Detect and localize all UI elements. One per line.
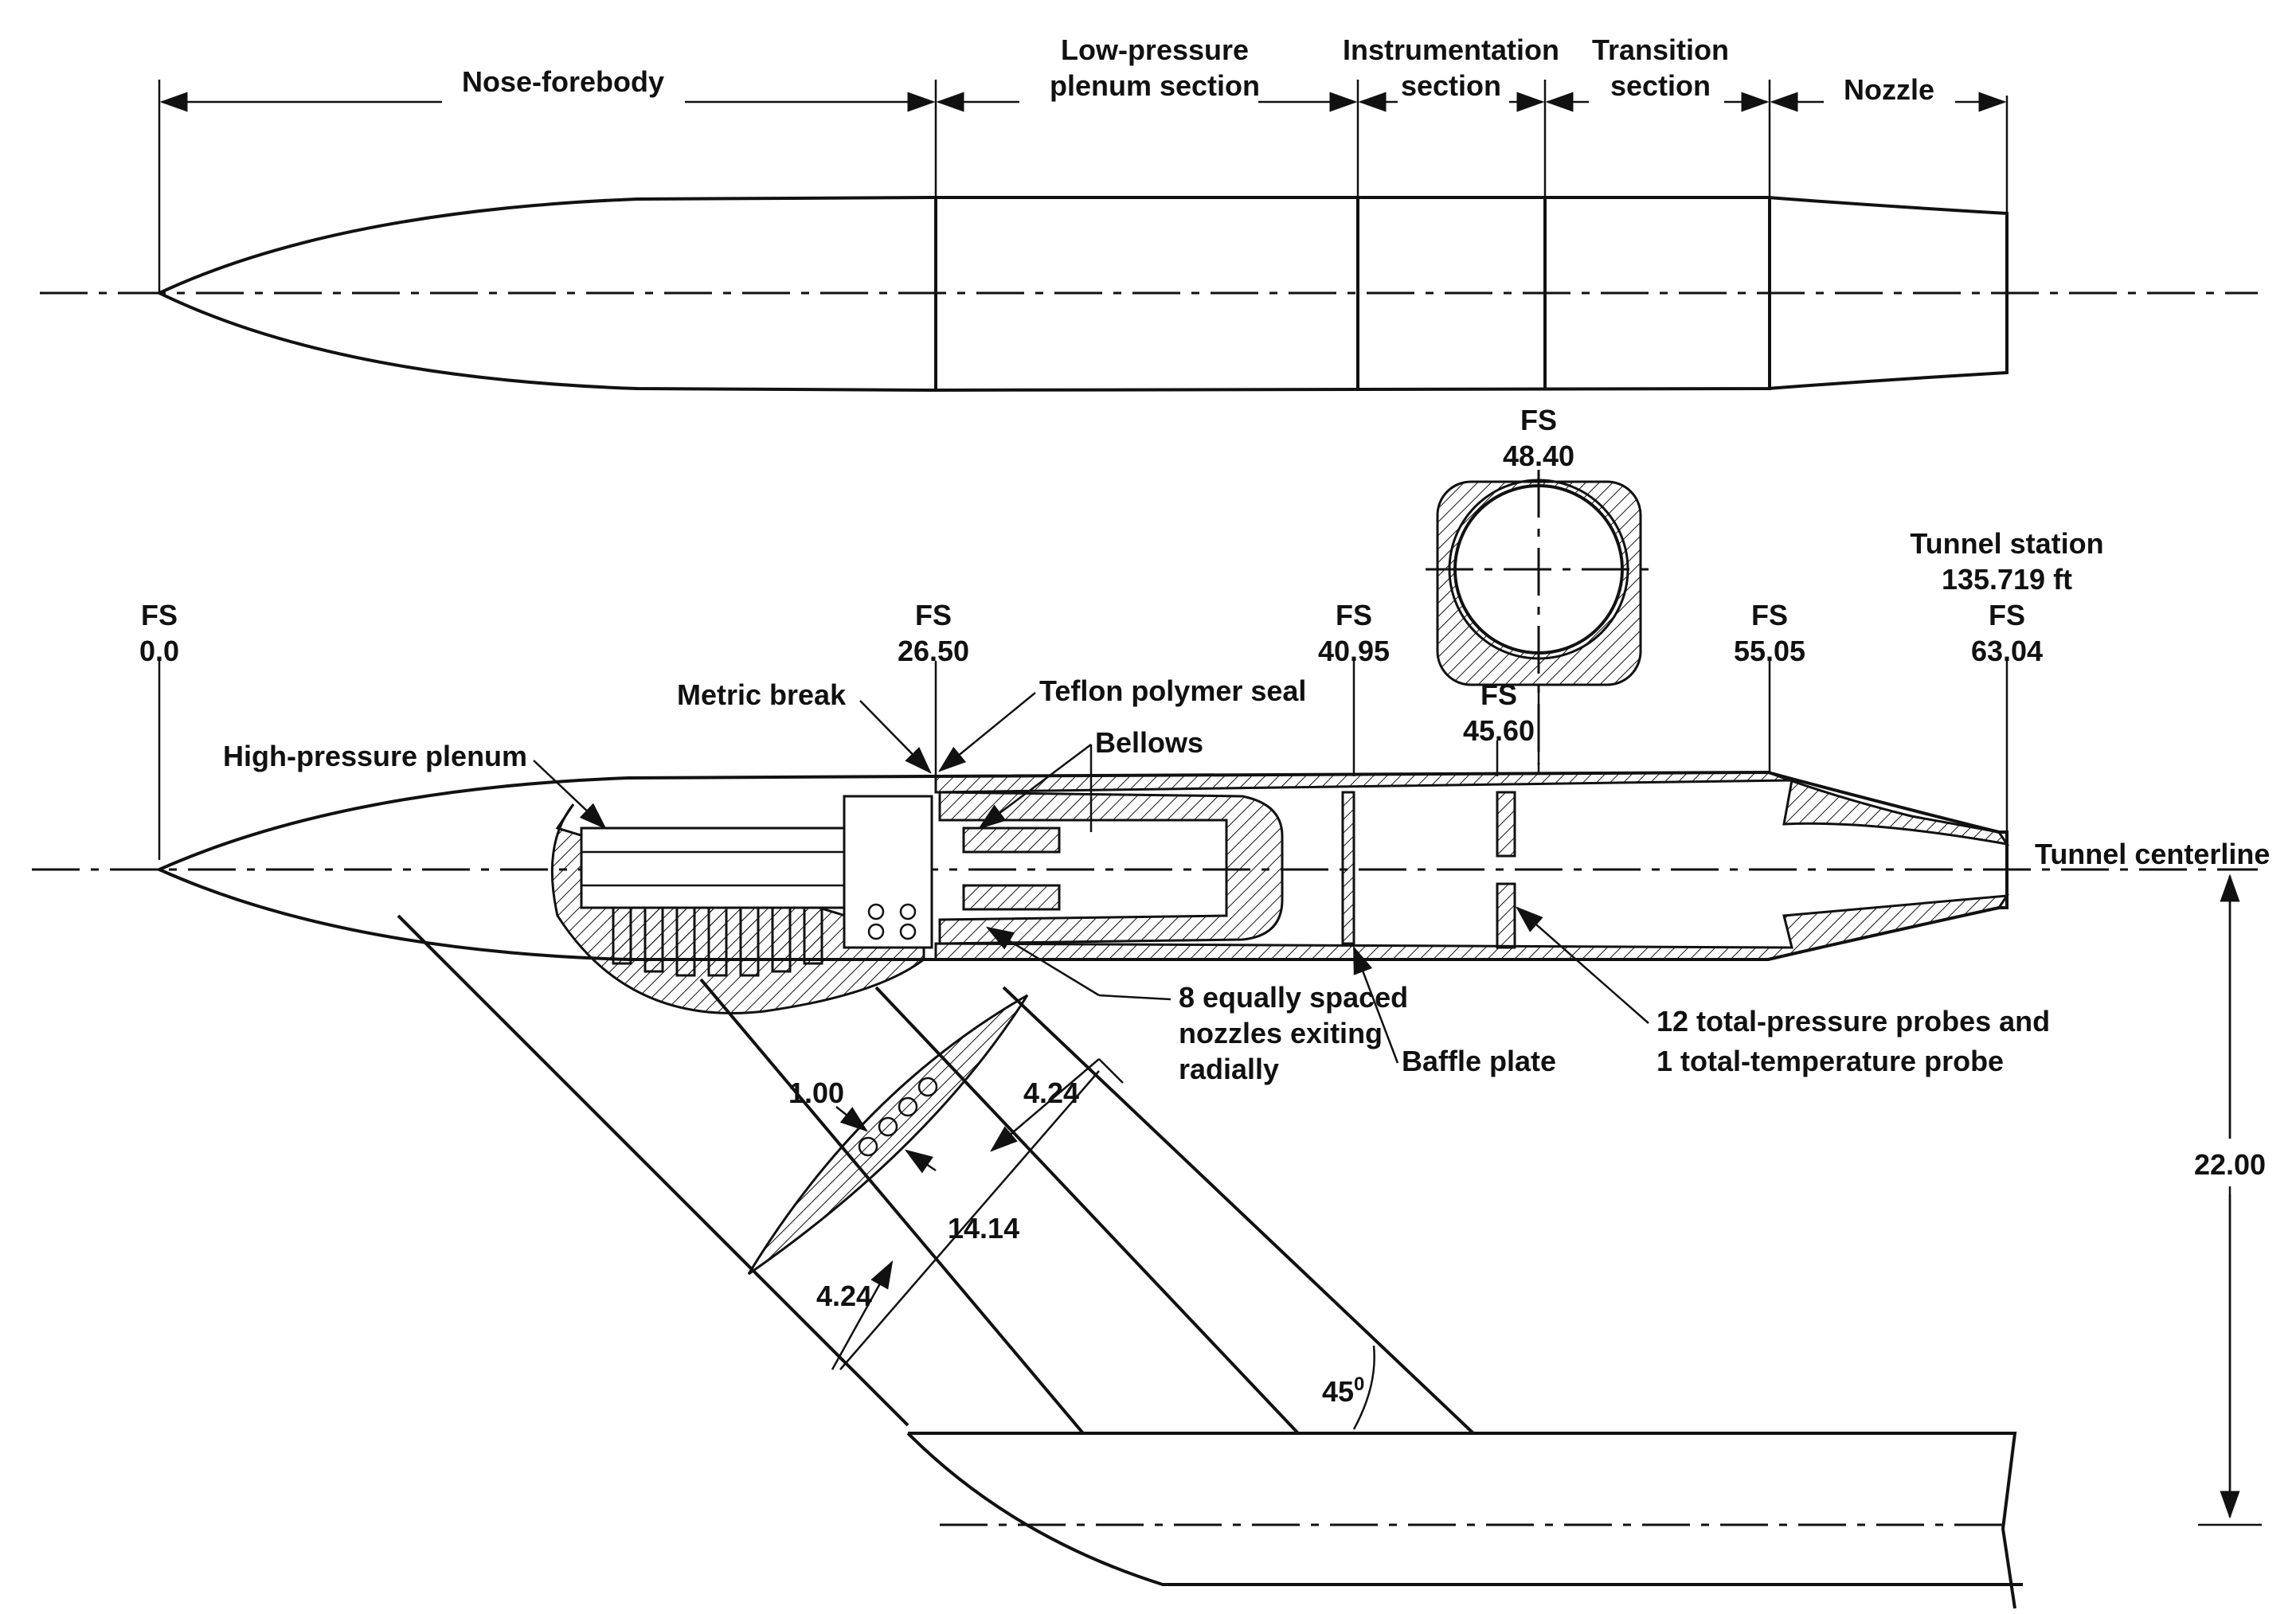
tunnel-station-line2: 135.719 ft (1942, 563, 2072, 596)
dim-424-lower-label: 4.24 (816, 1280, 872, 1312)
section-label-nozzle: Nozzle (1844, 73, 1934, 106)
hp-plenum-body (580, 827, 846, 909)
callout-teflon: Teflon polymer seal (1039, 674, 1306, 707)
probes-leader (1516, 906, 1649, 1024)
strut-edge-1 (397, 914, 909, 1427)
callout-probes-l2: 1 total-temperature probe (1656, 1045, 2004, 1077)
callout-baffle: Baffle plate (1402, 1045, 1556, 1077)
fs00-prefix: FS (141, 599, 178, 631)
section-label-lpp-line2: plenum section (1050, 69, 1260, 102)
strut-edge-2 (699, 978, 1085, 1435)
callout-probes-l1: 12 total-pressure probes and (1656, 1005, 2050, 1038)
dim-100-arrow-1 (835, 1106, 868, 1132)
fs5505-value: 55.05 (1734, 635, 1805, 667)
dim-22-label: 22.00 (2194, 1148, 2266, 1181)
fs4840-value: 48.40 (1503, 440, 1574, 472)
callout-metric-break: Metric break (677, 678, 847, 711)
callout-bellows: Bellows (1095, 726, 1203, 759)
dim-424-upper-arrow (990, 1058, 1100, 1152)
strut-assembly: 22.00 1.00 4.24 14.14 4.24 450 (397, 873, 2282, 1609)
dim-100-label: 1.00 (788, 1077, 844, 1109)
dim-22-bg (2178, 1139, 2282, 1186)
section-label-trans-line1: Transition (1592, 33, 1729, 66)
top-view: Nose-forebody Low-pressure plenum sectio… (40, 33, 2258, 393)
fs00-value: 0.0 (139, 635, 179, 667)
section-label-trans-line2: section (1610, 69, 1711, 102)
fs5505-prefix: FS (1751, 599, 1788, 631)
fs4095-value: 40.95 (1318, 635, 1390, 667)
section-label-instr-line1: Instrumentation (1343, 33, 1559, 66)
airfoil-hole-3 (898, 1096, 918, 1117)
lower-wall-hatch (934, 894, 2009, 961)
metric-break-leader (859, 700, 932, 774)
top-body-outline (155, 196, 2009, 393)
cross-section-inset (1426, 470, 1653, 764)
tunnel-wall-upper (908, 1432, 2017, 1609)
probe-rake-lower (1496, 882, 1516, 949)
nozzles-leader-b (985, 926, 1100, 997)
tunnel-station-line1: Tunnel station (1910, 527, 2103, 560)
callout-nozzles-l3: radially (1179, 1053, 1279, 1085)
bolt-1 (867, 903, 885, 920)
angle-arc (1352, 1345, 1375, 1430)
section-label-lpp-line1: Low-pressure (1061, 33, 1249, 66)
airfoil-hole-1 (858, 1136, 878, 1157)
bolt-2 (867, 923, 885, 940)
angle-label: 450 (1322, 1374, 1364, 1408)
dim-1414-line (839, 1070, 1100, 1370)
strut-edge-4 (1002, 986, 1475, 1435)
callout-nozzles-l1: 8 equally spaced (1179, 981, 1408, 1014)
airfoil-hole-2 (878, 1116, 898, 1137)
fs4840-prefix: FS (1520, 404, 1557, 436)
section-label-instr-line2: section (1401, 69, 1501, 102)
fs4560-prefix: FS (1480, 678, 1517, 711)
metric-block (843, 795, 933, 949)
bellows-upper (962, 827, 1061, 854)
dim-1414-label: 14.14 (948, 1212, 1019, 1245)
bellows-leader (978, 744, 1092, 830)
section-label-nose: Nose-forebody (462, 65, 664, 98)
fs2650-prefix: FS (915, 599, 952, 631)
bellows-housing (938, 791, 1284, 945)
side-body-outline (155, 770, 2009, 961)
dim-100-arrow-2 (904, 1149, 937, 1174)
baffle-leader (1352, 945, 1399, 1064)
fs6304-value: 63.04 (1971, 635, 2043, 667)
nozzles-leader-a (1098, 994, 1171, 1001)
dim-424-lower-arrow (831, 1260, 894, 1370)
fs6304-prefix: FS (1989, 599, 2025, 631)
fs4095-prefix: FS (1336, 599, 1372, 631)
baffle-plate (1341, 791, 1355, 945)
callout-hp-plenum: High-pressure plenum (223, 740, 527, 772)
bellows-lower (962, 884, 1061, 911)
callout-tunnel-centerline: Tunnel centerline (2035, 838, 2270, 870)
teflon-leader (938, 692, 1036, 772)
fs4560-value: 45.60 (1463, 714, 1535, 747)
hp-plenum-leader (533, 760, 607, 830)
bolt-3 (899, 903, 917, 920)
fs2650-value: 26.50 (898, 635, 969, 667)
tunnel-wall-lower (906, 1432, 2023, 1586)
side-view: FS 0.0 FS 26.50 FS 40.95 FS 45.60 FS 48.… (32, 404, 2270, 1085)
bolt-4 (899, 923, 917, 940)
airfoil-hole-4 (917, 1077, 938, 1097)
probe-rake-upper (1496, 791, 1516, 858)
plenum-fins (612, 906, 823, 977)
dim-424-upper-ext (1098, 1058, 1124, 1084)
callout-nozzles-l2: nozzles exiting (1179, 1017, 1383, 1049)
